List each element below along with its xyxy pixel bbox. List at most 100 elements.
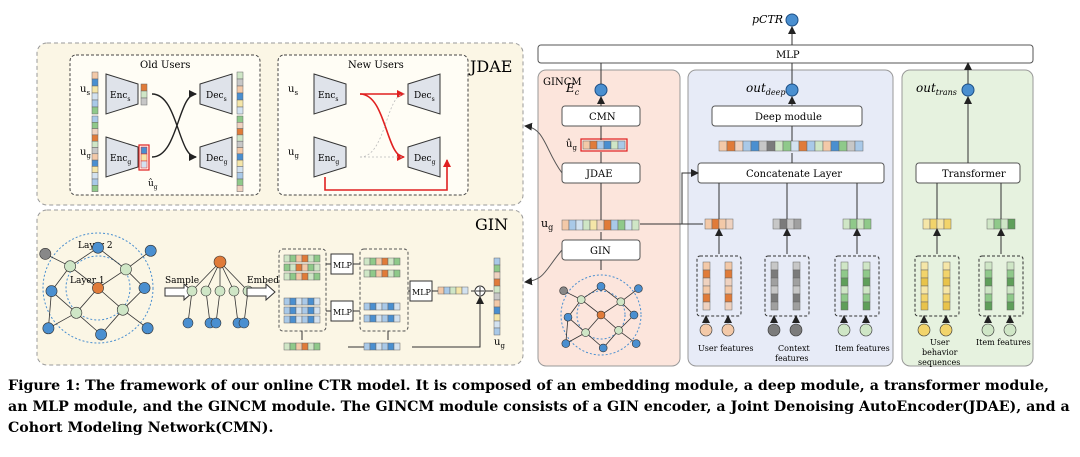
feature-cell	[920, 261, 929, 271]
embed-cell	[295, 306, 303, 315]
feature-cell	[1006, 301, 1015, 311]
embed-cell	[283, 272, 291, 281]
concat-cell	[806, 140, 816, 152]
gin-panel: GIN Layer 2 Layer 1 Sample Embed MLP MLP…	[36, 209, 524, 366]
trans-item-feature-group	[978, 183, 1024, 337]
concat-cell	[830, 140, 840, 152]
feature-cell	[724, 261, 733, 271]
embed-cell	[437, 286, 445, 295]
embed-cell	[363, 302, 371, 311]
graph-node	[95, 328, 107, 341]
context-features-label-1: Context	[778, 344, 811, 353]
feature-cell	[984, 285, 993, 295]
feature-cell	[920, 293, 929, 303]
tree-edge	[215, 290, 221, 324]
feature-embed-cell	[1007, 218, 1016, 230]
graph-node	[598, 343, 608, 353]
ug-cell	[493, 299, 501, 308]
tree-root	[213, 255, 227, 269]
concat-cell	[838, 140, 848, 152]
embed-cell	[363, 314, 371, 323]
embed-cell	[387, 257, 395, 266]
out-deep-label: outdeep	[746, 81, 786, 97]
recon-cell	[236, 134, 244, 142]
feature-node	[699, 323, 713, 337]
ug-cell	[493, 257, 501, 266]
ug-vector-cell	[91, 185, 99, 192]
embed-cell	[369, 269, 377, 278]
feature-cell	[984, 277, 993, 287]
u-hat-cell	[596, 140, 605, 150]
jdae-box-label: JDAE	[585, 169, 613, 180]
behavior-feature-group	[914, 183, 960, 337]
feature-node	[721, 323, 735, 337]
graph-node	[631, 339, 641, 348]
u-hat-cell	[589, 140, 598, 150]
latent-cell	[140, 160, 148, 169]
new-users-label: New Users	[348, 60, 404, 71]
noise-box	[138, 144, 150, 171]
ug-vector-cell	[91, 166, 99, 173]
embed-cell	[295, 272, 303, 281]
user-features-label: User features	[698, 344, 753, 353]
feature-embed-cell	[1000, 218, 1009, 230]
ug-cell	[493, 320, 501, 329]
embed-cell	[313, 254, 321, 263]
embed-cell	[313, 315, 321, 324]
feature-cell	[1006, 261, 1015, 271]
feature-embed-cell	[786, 218, 795, 230]
latent-cell	[140, 97, 148, 106]
feature-node	[917, 323, 931, 337]
graph-node	[42, 322, 55, 335]
deep-module-box	[711, 105, 863, 127]
graph-node	[144, 244, 157, 257]
tree-edge	[219, 261, 249, 292]
u-g-label: ug	[80, 147, 91, 160]
enc-g-new	[313, 136, 347, 178]
graph-node	[70, 306, 83, 319]
embed-cell	[307, 315, 315, 324]
embed-cell	[289, 315, 297, 324]
ug-cell	[631, 219, 640, 231]
feature-cell	[862, 285, 871, 295]
graph-node	[614, 326, 623, 335]
feature-cell	[942, 301, 951, 311]
embed-cell	[283, 306, 291, 315]
embed-cell	[393, 314, 401, 323]
embed-cell	[375, 302, 383, 311]
recon-cell	[236, 185, 244, 192]
feature-node	[767, 323, 781, 337]
embed-cell	[301, 254, 309, 263]
feature-cell	[792, 293, 801, 303]
recon-cell	[236, 115, 244, 123]
feature-cell	[920, 269, 929, 279]
embed-cell	[381, 314, 389, 323]
ug-vector-cell	[91, 140, 99, 148]
feature-node	[789, 323, 803, 337]
feature-group-box	[764, 255, 810, 317]
embed-cell	[369, 342, 377, 351]
graph-node	[64, 260, 76, 273]
embed-cell	[301, 263, 309, 272]
graph-node	[563, 312, 573, 322]
embed-cell	[387, 269, 395, 278]
ug-cell	[493, 271, 501, 280]
ug-cell	[596, 219, 605, 231]
u-hat-cell	[610, 140, 619, 150]
graph-node	[581, 328, 590, 337]
graph-edge	[69, 265, 99, 289]
concat-cell	[758, 140, 768, 152]
us-vector-cell	[91, 106, 99, 115]
tree-leaf	[182, 317, 194, 329]
feature-cell	[724, 301, 733, 311]
feature-cell	[770, 269, 779, 279]
graph-node	[596, 282, 606, 291]
graph-edge	[565, 317, 569, 344]
gin-panel-title: GIN	[475, 215, 508, 234]
tree-edge	[233, 290, 239, 324]
recon-cell	[236, 106, 244, 115]
embed-cell	[301, 315, 309, 324]
embed-cell	[307, 342, 315, 351]
feature-cell	[702, 301, 711, 311]
pctr-node	[785, 13, 799, 27]
